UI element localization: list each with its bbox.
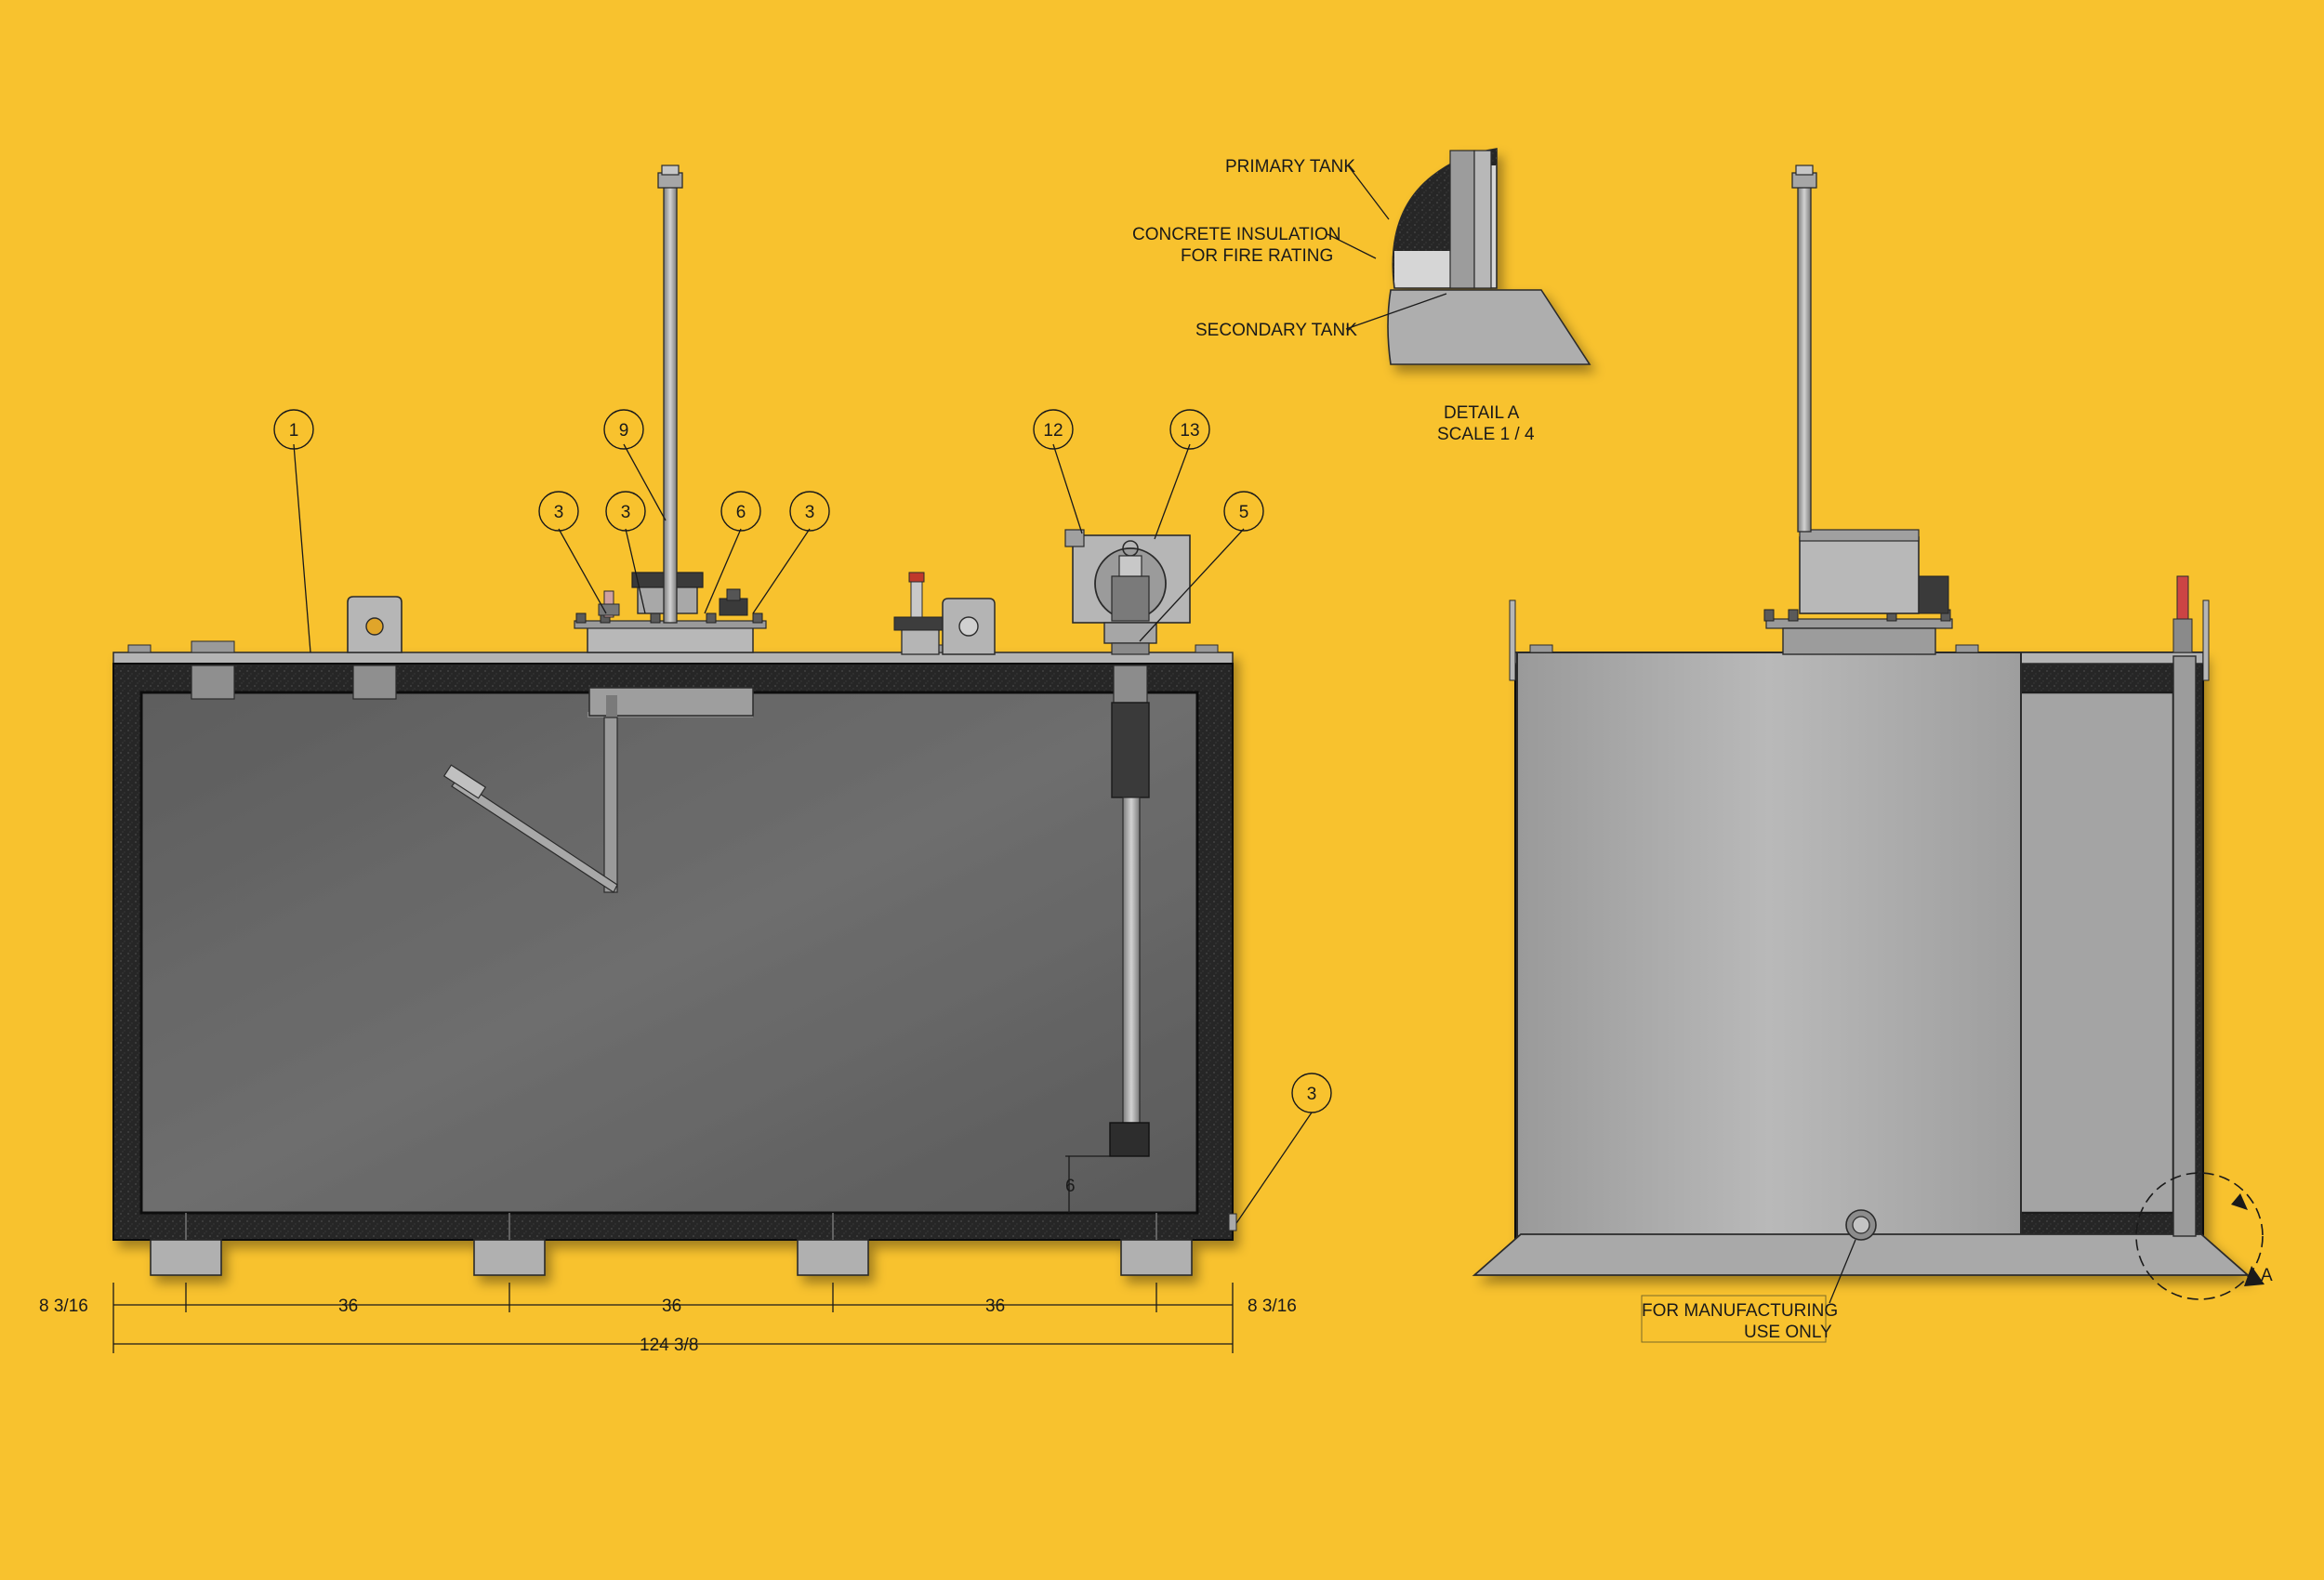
svg-text:5: 5 <box>1239 503 1249 522</box>
callout-concrete-line1: CONCRETE INSULATION <box>1132 225 1341 244</box>
balloon-b6: 6 <box>720 491 761 532</box>
balloon-b9: 9 <box>603 409 644 450</box>
dimension-lines <box>112 1155 1234 1353</box>
detail-title: DETAIL A <box>1444 403 1520 423</box>
manufacturing-note: FOR MANUFACTURING USE ONLY <box>1641 1239 1856 1343</box>
svg-text:3: 3 <box>554 503 564 522</box>
callout-secondary-tank: SECONDARY TANK <box>1195 321 1357 340</box>
side-view <box>1472 652 2251 1276</box>
dim-right-offset: 8 3/16 <box>1248 1297 1297 1316</box>
balloon-b5: 5 <box>1223 491 1264 532</box>
drain-fitting <box>1228 1213 1237 1231</box>
lift-pad-left <box>191 665 235 700</box>
balloon-b3c: 3 <box>789 491 830 532</box>
lifting-lug-left <box>347 596 403 653</box>
dim-span-3: 36 <box>985 1297 1005 1316</box>
section-marker-label: A <box>2261 1266 2273 1285</box>
spill-container <box>1064 529 1191 655</box>
svg-text:12: 12 <box>1043 421 1063 441</box>
lift-pad-mid <box>352 665 397 700</box>
callout-primary-tank: PRIMARY TANK <box>1225 157 1355 177</box>
note-line-2: USE ONLY <box>1744 1323 1832 1342</box>
detail-scale: SCALE 1 / 4 <box>1437 425 1535 444</box>
primary-tank-interior <box>139 691 1199 1215</box>
svg-text:3: 3 <box>1307 1085 1317 1104</box>
front-view <box>112 652 1234 1276</box>
svg-text:1: 1 <box>289 421 299 441</box>
svg-text:3: 3 <box>805 503 815 522</box>
svg-text:3: 3 <box>621 503 631 522</box>
dim-span-1: 36 <box>338 1297 358 1316</box>
detail-leaders <box>1327 165 1447 330</box>
skid-3 <box>797 1239 869 1276</box>
suction-pipe <box>1109 665 1150 1157</box>
balloon-b3a: 3 <box>538 491 579 532</box>
dim-overall: 124 3/8 <box>640 1336 698 1355</box>
dim-suction-height: 6 <box>1065 1177 1076 1196</box>
svg-text:9: 9 <box>619 421 629 441</box>
skid-4 <box>1120 1239 1193 1276</box>
dim-left-offset: 8 3/16 <box>39 1297 88 1316</box>
balloon-b3b: 3 <box>605 491 646 532</box>
callout-concrete-line2: FOR FIRE RATING <box>1181 246 1333 266</box>
skid-1 <box>150 1239 222 1276</box>
leader-lines <box>293 443 1313 1230</box>
balloon-b3d: 3 <box>1291 1073 1332 1113</box>
detail-a-marker: A <box>2135 1172 2273 1300</box>
balloon-b13: 13 <box>1169 409 1210 450</box>
detail-a <box>1387 148 1591 365</box>
balloon-b12: 12 <box>1033 409 1074 450</box>
gauge-fitting <box>893 572 996 655</box>
side-view-fittings <box>1509 165 2210 1241</box>
emergency-vent-manway <box>442 165 767 893</box>
svg-text:6: 6 <box>736 503 746 522</box>
balloon-b1: 1 <box>273 409 314 450</box>
dim-span-2: 36 <box>662 1297 681 1316</box>
svg-text:13: 13 <box>1180 421 1199 441</box>
skid-2 <box>473 1239 546 1276</box>
note-line-1: FOR MANUFACTURING <box>1642 1301 1838 1321</box>
shell-seams <box>185 1213 1157 1240</box>
